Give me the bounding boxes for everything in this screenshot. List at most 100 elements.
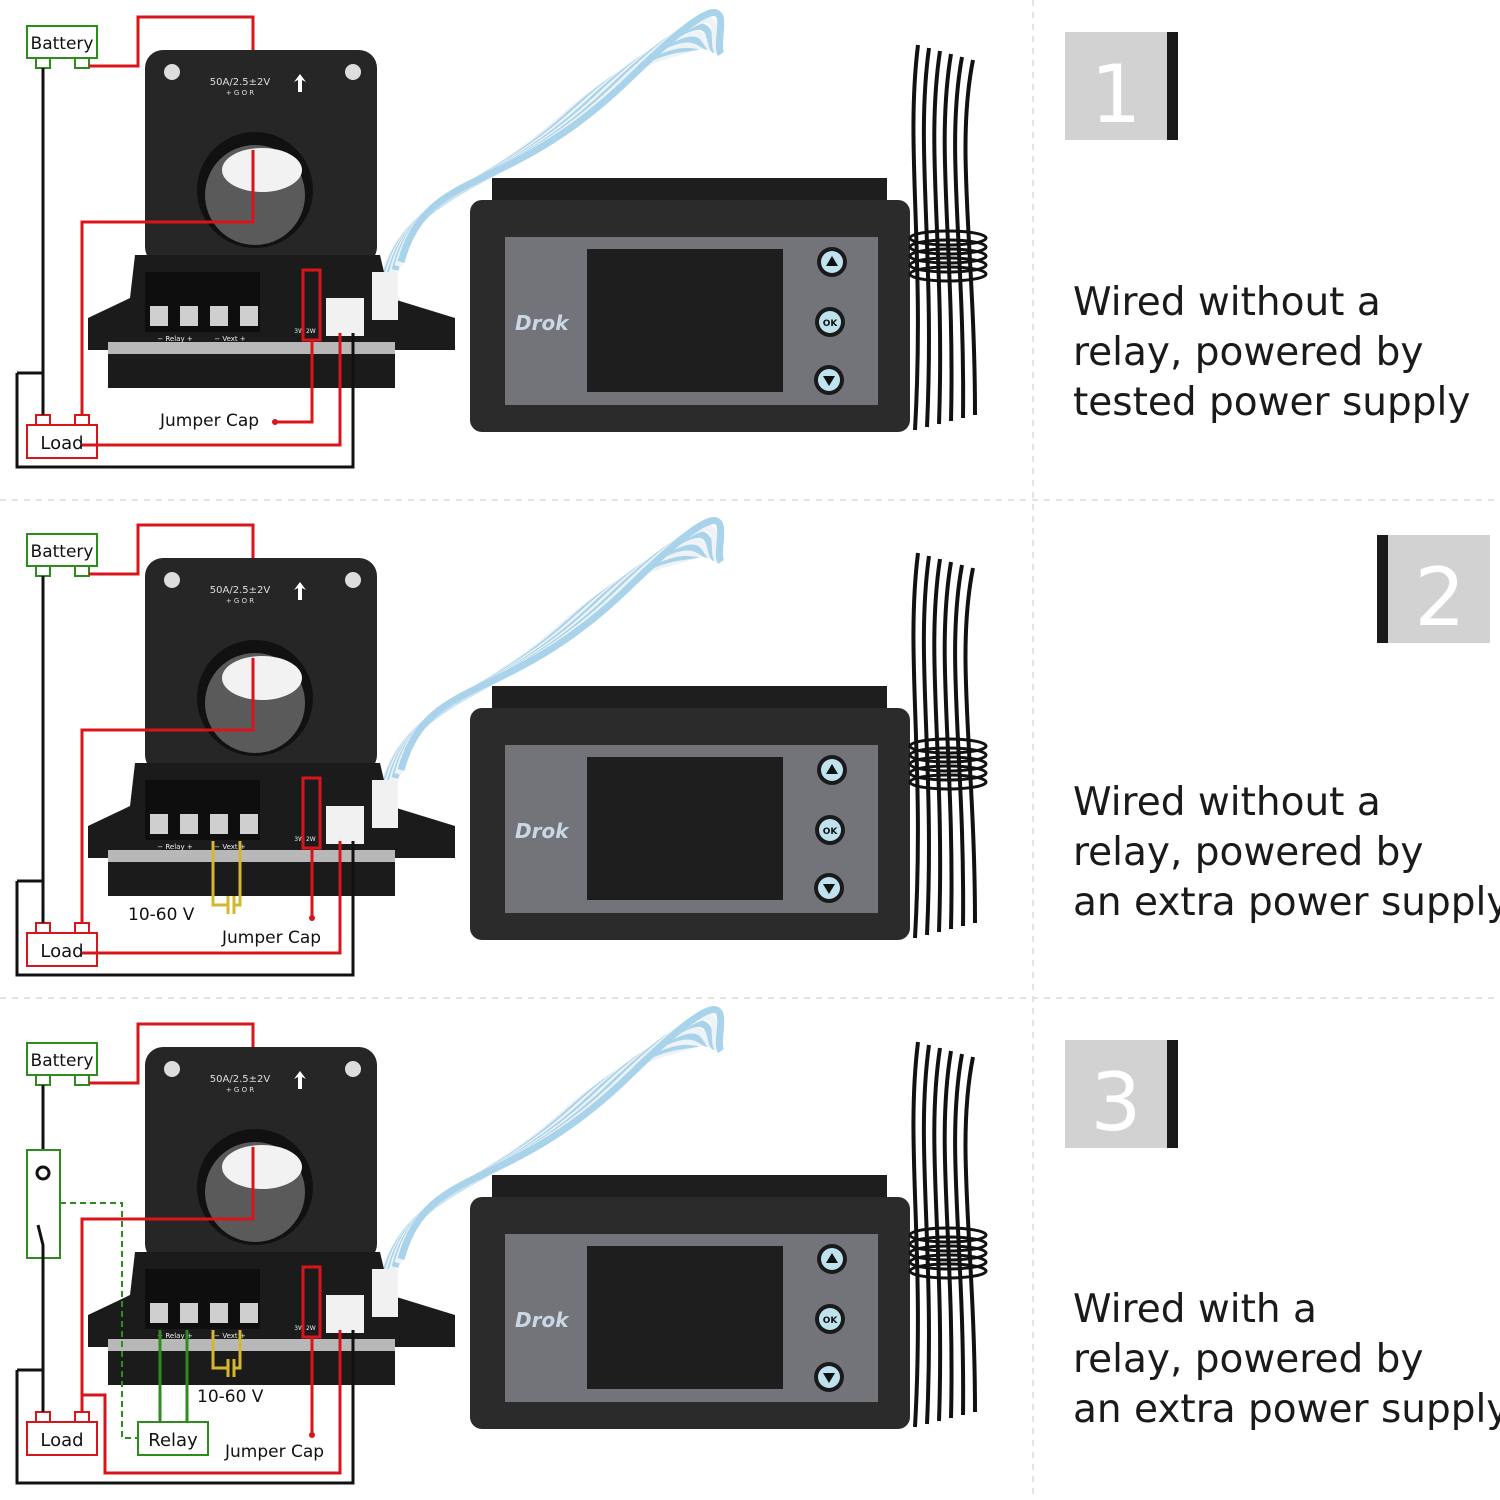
cable-loop bbox=[908, 247, 988, 265]
load-label: Load bbox=[40, 941, 83, 962]
mount-hole bbox=[345, 572, 361, 588]
up-button[interactable] bbox=[817, 247, 847, 277]
cable-strand bbox=[932, 50, 943, 425]
up-button[interactable] bbox=[817, 755, 847, 785]
brand-logo: Drok bbox=[515, 311, 570, 335]
cable-strand bbox=[963, 59, 977, 416]
step-badge-1: 1 bbox=[1065, 32, 1178, 141]
down-button[interactable] bbox=[814, 1362, 844, 1392]
voltage-label: 10-60 V bbox=[197, 1387, 264, 1407]
ribbon-strand bbox=[397, 517, 725, 771]
terminal-screw bbox=[210, 306, 228, 326]
cable-strand bbox=[942, 53, 954, 422]
load-positive-terminal bbox=[74, 922, 90, 934]
current-sensor: 50A/2.5±2V+ G O R bbox=[145, 1047, 377, 1262]
button-face bbox=[819, 819, 841, 841]
brand-logo: Drok bbox=[515, 1308, 570, 1332]
jumper-dot bbox=[309, 915, 315, 921]
badge-bg bbox=[1388, 535, 1490, 643]
ground-return-wire bbox=[15, 841, 355, 977]
pcb-edge bbox=[108, 342, 395, 354]
jumper-cap-label: Jumper Cap bbox=[224, 1442, 324, 1462]
load-negative-terminal bbox=[35, 414, 51, 426]
cable-loop bbox=[908, 1253, 988, 1271]
sensor-to-load-wire bbox=[80, 150, 255, 415]
cable-strand bbox=[932, 1047, 943, 1422]
pcb-edge bbox=[108, 850, 395, 862]
connector-plug bbox=[372, 780, 398, 828]
load-label: Load bbox=[40, 1430, 83, 1451]
jumper-pins-label: 3W 2W bbox=[294, 1325, 315, 1332]
ground-return-wire bbox=[15, 1330, 355, 1485]
sensor-to-load-wire bbox=[80, 658, 255, 923]
badge-bar bbox=[1377, 535, 1388, 643]
down-button[interactable] bbox=[814, 873, 844, 903]
load-return-wire bbox=[82, 841, 342, 955]
ground-return-wire bbox=[15, 333, 355, 469]
up-button[interactable] bbox=[817, 1244, 847, 1274]
terminal-vext-label: − Vext + bbox=[214, 335, 246, 343]
terminal-screw bbox=[180, 306, 198, 326]
load-positive-terminal bbox=[74, 414, 90, 426]
pcb-board bbox=[88, 1252, 455, 1385]
cable-loop bbox=[908, 229, 988, 247]
voltage-label: 10-60 V bbox=[128, 905, 195, 925]
sensor-hole-light bbox=[222, 148, 302, 192]
vext-negative-wire bbox=[211, 841, 228, 907]
relay-control-dashed bbox=[60, 1202, 138, 1439]
battery-box bbox=[26, 533, 98, 567]
battery-box bbox=[26, 1042, 98, 1076]
battery-positive-wire bbox=[89, 523, 255, 576]
ribbon-cable bbox=[376, 9, 725, 291]
terminal-screw bbox=[150, 814, 168, 834]
cable-loop bbox=[908, 755, 988, 773]
display-meter: Drok OK bbox=[470, 178, 910, 432]
step-badge-3: 3 bbox=[1065, 1040, 1178, 1149]
sensor-hole-light bbox=[222, 656, 302, 700]
battery-positive-terminal bbox=[74, 1074, 90, 1086]
triangle-down-icon bbox=[823, 1373, 835, 1383]
badge-bg bbox=[1065, 1040, 1168, 1148]
jumper-dot bbox=[309, 1432, 315, 1438]
badge-bar bbox=[1167, 32, 1178, 140]
jumper-pins-label: 3W 2W bbox=[294, 836, 315, 843]
battery-positive-wire bbox=[89, 15, 255, 68]
step-number: 3 bbox=[1091, 1056, 1142, 1149]
button-face bbox=[819, 1308, 841, 1330]
vext-positive-wire bbox=[234, 1330, 242, 1370]
ribbon-cable bbox=[376, 1006, 725, 1288]
description-line: Wired with a bbox=[1073, 1287, 1317, 1332]
arrow-up-icon bbox=[294, 1071, 306, 1089]
battery-positive-terminal bbox=[74, 565, 90, 577]
cable-strand bbox=[911, 1041, 920, 1428]
ok-button[interactable]: OK bbox=[815, 1304, 845, 1334]
relay-box bbox=[137, 1421, 209, 1456]
terminal-screw bbox=[180, 814, 198, 834]
triangle-up-icon bbox=[826, 256, 838, 266]
current-sensor: 50A/2.5±2V+ G O R bbox=[145, 558, 377, 773]
description-line: relay, powered by bbox=[1073, 830, 1424, 875]
description-line: an extra power supply bbox=[1073, 1387, 1500, 1432]
cable-loop bbox=[908, 1235, 988, 1253]
load-box bbox=[26, 1421, 98, 1456]
badge-bg bbox=[1065, 32, 1168, 140]
load-box bbox=[26, 932, 98, 967]
triangle-down-icon bbox=[823, 376, 835, 386]
cable-strand bbox=[921, 555, 931, 936]
ok-button[interactable]: OK bbox=[815, 307, 845, 337]
down-button[interactable] bbox=[814, 365, 844, 395]
terminal-screw bbox=[150, 1303, 168, 1323]
cable-loop bbox=[908, 238, 988, 256]
load-label: Load bbox=[40, 433, 83, 454]
battery-box bbox=[26, 25, 98, 59]
jumper-dot bbox=[272, 419, 278, 425]
sensor-pins-label: + G O R bbox=[226, 89, 254, 97]
battery-negative-terminal bbox=[35, 1074, 51, 1086]
battery-negative-terminal bbox=[35, 57, 51, 69]
load-negative-terminal bbox=[35, 1411, 51, 1423]
cable-loop bbox=[908, 1244, 988, 1262]
ok-button[interactable]: OK bbox=[815, 815, 845, 845]
